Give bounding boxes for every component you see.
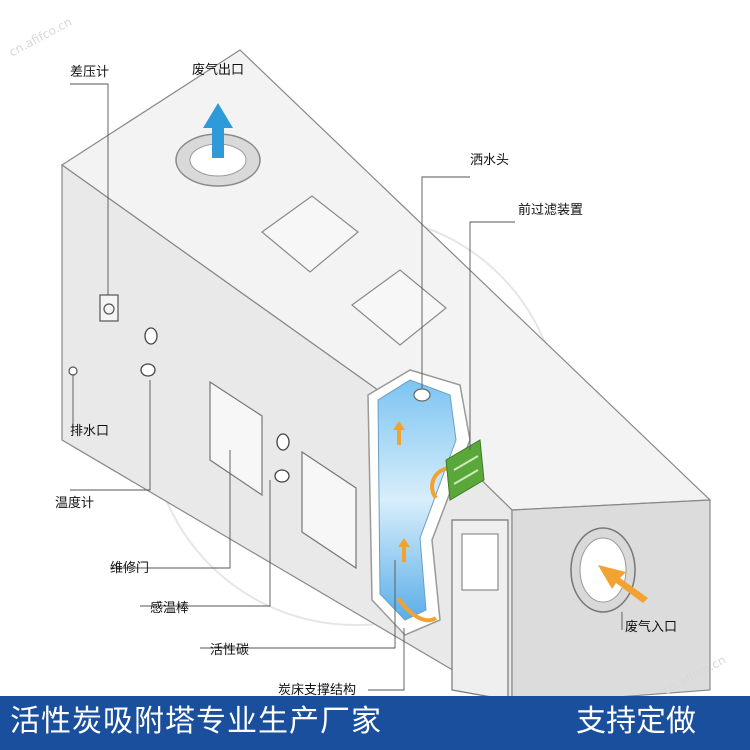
bed-flow-curve — [430, 466, 451, 500]
sprinkler-head — [413, 388, 431, 402]
thermometer-dial-2 — [140, 363, 156, 377]
leader-carbon-support — [368, 628, 405, 691]
pressure-gauge-dial — [103, 303, 115, 315]
leader-lines — [70, 83, 623, 691]
access-door-1 — [209, 380, 263, 497]
label-sprinkler: 洒水头 — [470, 153, 510, 168]
label-exhaust-in: 废气入口 — [625, 620, 678, 635]
label-activated-carbon: 活性碳 — [210, 643, 250, 658]
banner-custom-order: 支持定做 — [576, 704, 696, 739]
prefilter-line-1 — [453, 455, 479, 471]
bed-up-arrow-1 — [393, 421, 405, 445]
prefilter-panel — [445, 439, 485, 501]
label-drain: 排水口 — [70, 424, 110, 439]
leader-sprinkler — [421, 176, 470, 388]
leader-diff-pressure — [70, 83, 109, 295]
pressure-gauge-box — [99, 294, 119, 322]
prefilter-line-2 — [453, 469, 479, 485]
bed-bottom-flow — [396, 596, 438, 623]
leader-access-door — [110, 450, 231, 569]
leader-activated-carbon — [200, 560, 396, 649]
temp-sensor-dial-2 — [274, 469, 290, 483]
label-thermometer: 温度计 — [55, 496, 95, 511]
drain-port — [68, 366, 78, 376]
leader-prefilter — [469, 221, 515, 450]
temp-sensor-dial-1 — [276, 433, 290, 451]
leader-temp-sensor — [140, 480, 271, 607]
leader-thermometer — [70, 380, 151, 491]
exhaust-out-arrow — [203, 103, 233, 158]
label-prefilter: 前过滤装置 — [518, 203, 584, 218]
top-hatch-2 — [351, 269, 447, 346]
bottom-banner — [0, 696, 750, 750]
side-panel-window — [461, 533, 499, 591]
bed-up-arrow-2 — [398, 538, 410, 562]
top-hatch-1 — [261, 195, 359, 273]
banner-title: 活性炭吸附塔专业生产厂家 — [10, 704, 382, 739]
thermometer-dial-1 — [144, 327, 158, 345]
label-access-door: 维修门 — [110, 561, 150, 576]
label-exhaust-out: 废气出口 — [192, 63, 245, 78]
label-temp-sensor: 感温棒 — [150, 601, 190, 616]
label-diff-pressure: 差压计 — [70, 65, 110, 80]
access-door-2 — [301, 450, 357, 570]
exhaust-in-arrow — [598, 565, 648, 603]
label-carbon-support: 炭床支撑结构 — [278, 683, 357, 698]
